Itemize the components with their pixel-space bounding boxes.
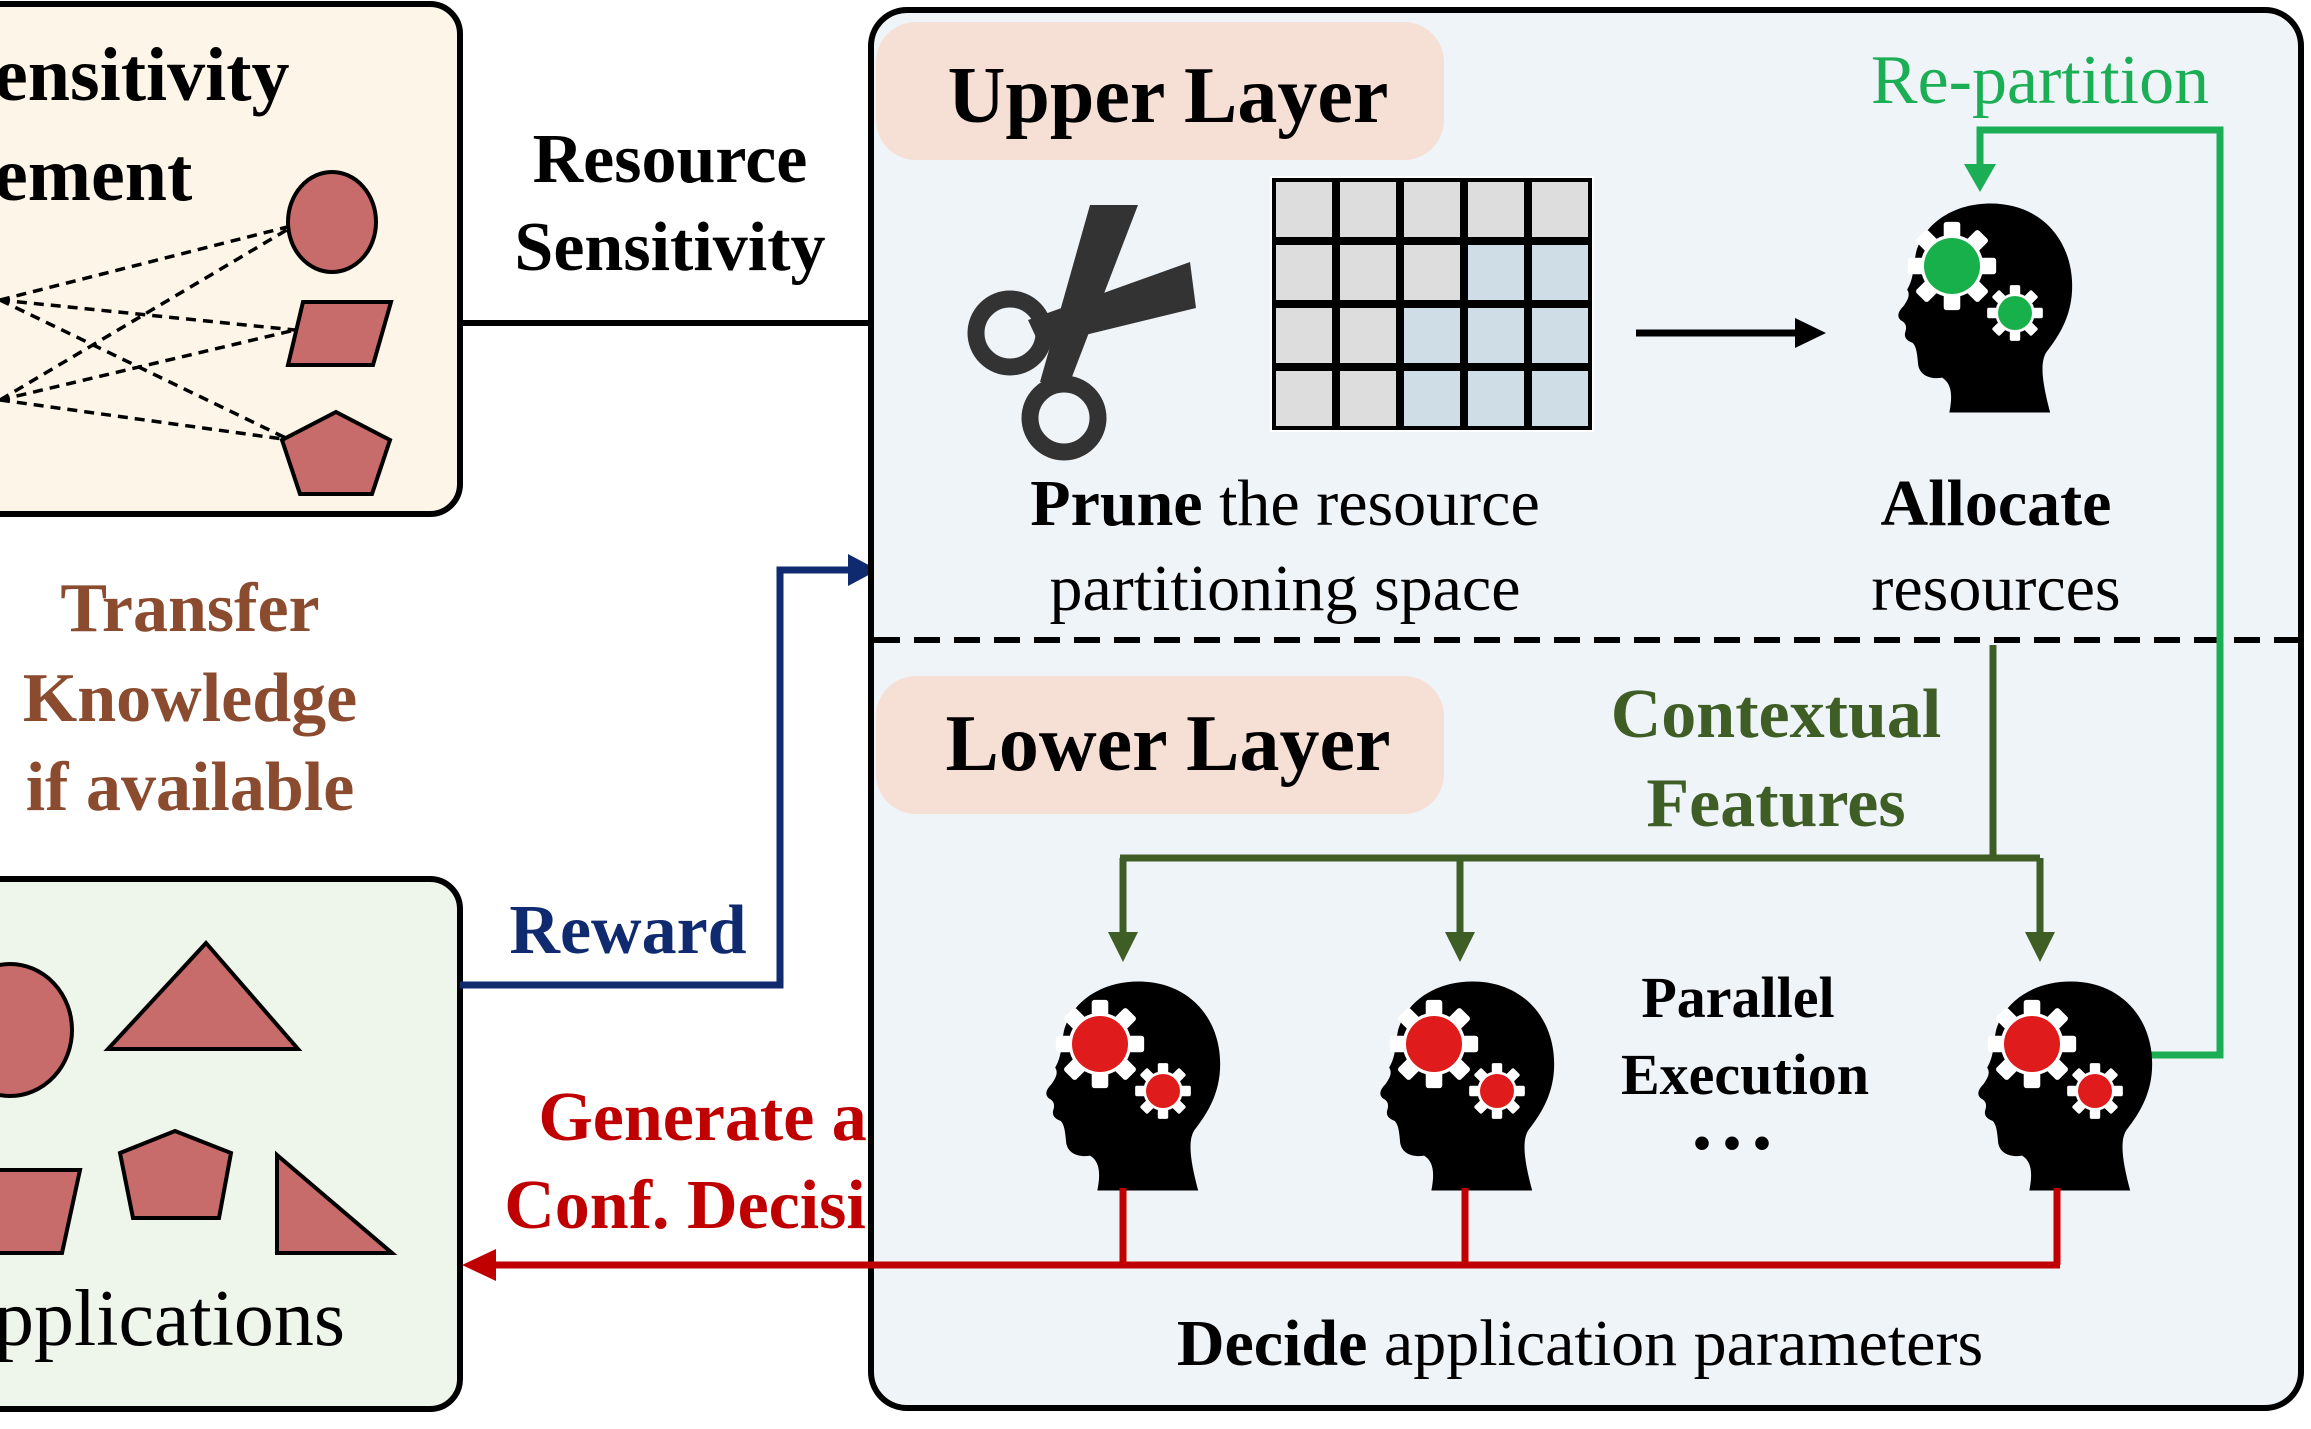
resource-sensitivity-line1: Resource — [533, 121, 808, 198]
triangle-shape — [103, 940, 303, 1051]
re-partition-arrowhead — [1964, 164, 1996, 192]
prune-label-line1: Prune the resource — [1030, 467, 1539, 540]
reward-arrowhead — [848, 554, 878, 586]
contextual-arrowhead-3 — [2025, 932, 2055, 962]
generate-line2: Conf. Decision — [504, 1167, 940, 1244]
contextual-feature-arrows — [1119, 645, 2044, 940]
upper-layer-pill — [876, 22, 1444, 160]
agent-brain-icon-2 — [1380, 981, 1555, 1191]
contextual-line2: Features — [1646, 765, 1905, 842]
decision-arrowhead — [462, 1249, 496, 1281]
allocate-bold: Allocate — [1881, 467, 2112, 540]
transfer-line2: Knowledge — [23, 660, 357, 737]
prune-label-line2: partitioning space — [1049, 552, 1520, 625]
re-partition-label: Re-partition — [1871, 42, 2209, 119]
scissors-icon — [967, 205, 1196, 461]
prune-rest: the resource — [1203, 467, 1540, 540]
reward-label: Reward — [509, 892, 746, 969]
applications-box: pplications — [0, 876, 463, 1412]
grid-cell — [1400, 241, 1464, 304]
parallel-line2: Execution — [1621, 1042, 1869, 1107]
partition-grid — [1270, 176, 1594, 432]
circle-shape — [286, 170, 378, 274]
grid-cell — [1336, 367, 1400, 430]
grid-cell — [1528, 304, 1592, 367]
grid-cell — [1528, 241, 1592, 304]
grid-cell — [1464, 241, 1528, 304]
trapezoid-shape — [0, 1168, 83, 1255]
measurement-title-line1: ensitivity — [0, 33, 290, 117]
measurement-title-line2: ement — [0, 133, 192, 217]
lower-layer-title: Lower Layer — [945, 700, 1390, 788]
grid-cell — [1400, 367, 1464, 430]
decide-bold: Decide — [1177, 1307, 1368, 1380]
contextual-line1: Contextual — [1611, 676, 1942, 753]
applications-label: pplications — [0, 1275, 345, 1363]
contextual-arrowhead-2 — [1445, 932, 1475, 962]
grid-cell — [1272, 241, 1336, 304]
contextual-arrowhead-1 — [1108, 932, 1138, 962]
re-partition-arrow — [1976, 126, 2224, 1059]
pentagon-shape — [117, 1128, 234, 1220]
grid-cell — [1400, 178, 1464, 241]
two-layer-framework-box: Upper Layer Re-partition Prune the resou… — [868, 7, 2304, 1411]
grid-cell — [1336, 304, 1400, 367]
grid-cell — [1464, 304, 1528, 367]
resource-sensitivity-line2: Sensitivity — [514, 209, 825, 286]
circle-shape — [0, 962, 74, 1098]
allocator-brain-icon — [1898, 203, 2073, 413]
reward-arrow — [460, 566, 870, 989]
transfer-line1: Transfer — [60, 570, 319, 647]
grid-cell — [1336, 241, 1400, 304]
decide-label: Decide application parameters — [1177, 1307, 1983, 1380]
grid-cell — [1464, 178, 1528, 241]
grid-cell — [1272, 304, 1336, 367]
lower-layer-pill — [876, 676, 1444, 814]
decide-rest: application parameters — [1367, 1307, 1983, 1380]
grid-cell — [1528, 178, 1592, 241]
sensitivity-measurement-box: ensitivity ement — [0, 1, 463, 517]
dashed-connections — [0, 223, 296, 442]
ellipsis: • • • — [1693, 1115, 1771, 1171]
allocate-line2: resources — [1871, 552, 2120, 625]
grid-cell — [1336, 178, 1400, 241]
grid-cell — [1272, 367, 1336, 430]
generate-line1: Generate all — [538, 1079, 905, 1156]
grid-cell — [1400, 304, 1464, 367]
transfer-line3: if available — [26, 749, 355, 826]
upper-layer-title: Upper Layer — [948, 52, 1389, 140]
parallelogram-shape — [285, 300, 394, 367]
parallel-line1: Parallel — [1641, 965, 1834, 1030]
pentagon-shape — [279, 409, 393, 496]
prune-to-allocate-arrowhead — [1795, 318, 1826, 348]
right-triangle-shape — [275, 1150, 398, 1255]
grid-cell — [1528, 367, 1592, 430]
decision-collection-arrows — [490, 1188, 2061, 1269]
agent-brain-icon-3 — [1978, 981, 2153, 1191]
prune-bold: Prune — [1030, 467, 1202, 540]
agent-brain-icon-1 — [1046, 981, 1221, 1191]
grid-cell — [1272, 178, 1336, 241]
grid-cell — [1464, 367, 1528, 430]
